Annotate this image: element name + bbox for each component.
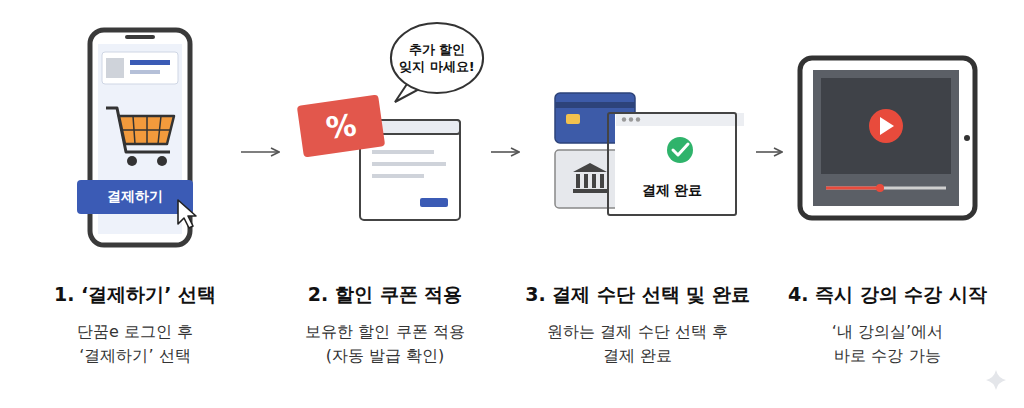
coupon-window-part [420,198,448,207]
payment-cards-part [584,174,588,188]
payment-cards-part [592,174,596,188]
step-title: 4. 즉시 강의 수강 시작 [785,282,990,308]
payment-cards-part [566,114,580,124]
step-title: 3. 결제 수단 선택 및 완료 [522,282,753,308]
window-node: 결제 완료 [607,112,737,216]
payment-window-part [667,137,693,163]
tablet-illustration-part [800,58,975,218]
button-label: 결제하기 [107,188,163,206]
tablet-illustration-part [813,70,959,206]
bubble-node: 추가 할인 잊지 마세요! [389,20,485,96]
phone-illustration-part [106,58,124,78]
bubble-join [410,77,422,84]
payment-cards-part [573,163,607,172]
payment-window-part [622,117,626,121]
payment-cards-part [576,174,580,188]
coupon-window-part [372,150,434,154]
phone-illustration-part [102,52,178,84]
step-node: 결제하기 1. ‘결제하기’ 선택단꿈e 로그인 후 ‘결제하기’ 선택 [32,20,238,380]
mouse-cursor [178,200,196,228]
cart-icon-part [106,108,170,152]
payment-cards-part [600,174,604,188]
tablet-illustration [800,58,975,218]
button-node: 결제하기 [77,180,193,214]
tablet-illustration-part [876,184,884,192]
cart-icon-part [119,116,174,144]
tablet-illustration-part [869,109,903,143]
payment-window-part [616,113,744,126]
step-node: 4. 즉시 강의 수강 시작 ‘내 강의실’에서 바로 수강 가능 [785,20,990,380]
step-description: 보유한 할인 쿠폰 적용 (자동 발급 확인) [300,320,470,368]
cart-icon-part [127,156,137,166]
tablet-illustration-part [826,187,946,190]
phone-illustration-part [130,70,160,74]
bubble-body [391,23,483,93]
flow-arrow [756,151,782,153]
sparkle-mark [986,370,1006,390]
step-description: ‘내 강의실’에서 바로 수강 가능 [825,320,950,368]
tablet-illustration-part [821,78,951,174]
step-description: 원하는 결제 수단 선택 후 결제 완료 [543,320,733,368]
step-node: % 추가 할인 잊지 마세요! 2. 할인 쿠폰 적용보유한 할인 쿠폰 적용 (자… [282,20,488,380]
payment-window-part [615,112,745,216]
coupon-window-part [372,174,424,178]
step-title: 2. 할인 쿠폰 적용 [282,282,488,308]
bubble-label: 추가 할인 잊지 마세요! [398,41,476,75]
step-title: 1. ‘결제하기’ 선택 [32,282,238,308]
step-node: 결제 완료 3. 결제 수단 선택 및 완료원하는 결제 수단 선택 후 결제 완… [522,20,753,380]
payment-window [615,112,745,216]
cart-icon-part [121,116,171,144]
cart-icon [106,108,174,166]
flow-arrow [491,151,519,153]
payment-cards-part [555,102,635,108]
tablet-illustration-part [826,187,880,190]
tablet-illustration-part [964,135,970,141]
phone-illustration-part [125,35,155,39]
tablet-illustration-part [880,117,894,135]
phone-illustration-part [130,60,170,65]
payment-cards-part [573,189,607,193]
flow-arrow [241,151,279,153]
payment-window-part [673,144,688,155]
window-label: 결제 완료 [642,182,703,200]
payment-window-part [636,117,640,121]
speech-bubble-outline [389,20,485,96]
payment-window-part [629,117,633,121]
ticket-node: % [297,95,385,158]
cart-icon-part [157,156,167,166]
sparkle-mark-part [986,370,1006,390]
step-description: 단꿈e 로그인 후 ‘결제하기’ 선택 [50,320,220,368]
ticket-label: % [324,107,359,146]
coupon-window-part [372,162,446,166]
